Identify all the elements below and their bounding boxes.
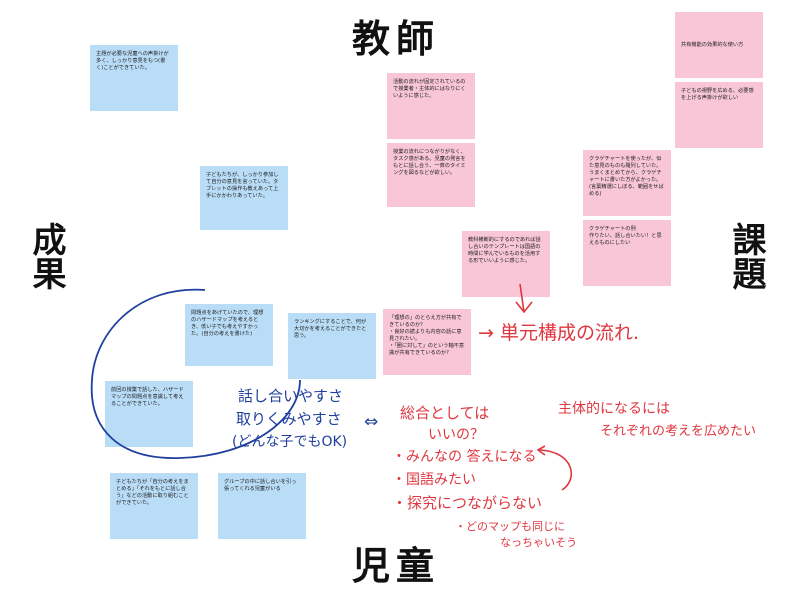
red-note-line: なっちゃいそう — [500, 536, 577, 549]
blue-annotation: 話し合いやすさ — [238, 387, 344, 405]
sticky-note[interactable]: 共有機能の効果的な使い方 — [675, 12, 763, 78]
sticky-note[interactable]: クラゲチャートの例 作りたい、話し合いたい！と思えるものにしたい — [583, 220, 671, 286]
sticky-note[interactable]: 子どもの視野を広める、必要感を上げる声掛けが欲しい — [675, 82, 763, 148]
red-curve-stroke — [539, 449, 573, 491]
right-annotation: それぞれの考えを広めたい — [600, 424, 757, 439]
sticky-note[interactable]: 子どもたちが、しっかり参加して自分の意見を言っていた。タブレットの操作も教えあっ… — [200, 166, 288, 230]
sticky-note[interactable]: 問題点をあげていたので、理想のハザードマップを考えるとき、低い子でも考えやすかっ… — [185, 304, 273, 366]
red-note-line: ・国語みたい — [392, 472, 476, 488]
heading-teacher: 教師 — [352, 17, 441, 61]
red-note-line: 総合としては — [400, 404, 490, 422]
sticky-note[interactable]: 子どもたちが「自分の考えをまとめる」「それをもとに話し合う」などの活動に取り組む… — [110, 473, 198, 539]
sticky-note[interactable]: 主題が必要な児童への声掛けが多く、しっかり意見をもつ(書く)ことができていた。 — [90, 45, 178, 111]
red-note-line: ・探究につながらない — [392, 494, 543, 512]
flow-annotation: → 単元構成の流れ. — [478, 322, 639, 344]
red-note-line: いいの？ — [428, 427, 484, 443]
heading-results: 成果 — [26, 222, 66, 290]
sticky-note[interactable]: 活動の流れが固定されているので授業者・主体的にはなりにくいように感じた。 — [387, 73, 475, 139]
sticky-note[interactable]: 教科横断的にするのであれば話し合いのテンプレートは国語の時間に学んでいるものを活… — [462, 231, 550, 297]
sticky-note[interactable]: 「理想の」のとらえ方が共有できているのか？ ・良好の読よりも内容の話に意見された… — [383, 309, 471, 375]
blue-annotation: (どんな子でもOK) — [232, 434, 348, 450]
sticky-note[interactable]: クラゲチャートを使ったが、似た意見のものも羅列していた。うまくまとめてから、クラ… — [583, 150, 671, 216]
blue-annotation: 取りくみやすさ — [236, 410, 342, 428]
heading-issues: 課題 — [726, 222, 766, 290]
red-note-line: ・みんなの 答えになる — [392, 449, 537, 465]
sticky-note[interactable]: グループの中に話し合いを引っ張ってくれる児童がいる — [218, 473, 306, 539]
sticky-note[interactable]: 授業の流れにつながりがなく、タスク感がある。児童の発言をもとに話し合う、一斉のタ… — [387, 143, 475, 207]
double-arrow-icon: ⇔ — [364, 412, 379, 432]
sticky-note[interactable]: 前回の授業で話した、ハザードマップの問題点を意識して考えることができていた。 — [105, 381, 193, 447]
right-annotation: 主体的になるには — [558, 401, 670, 417]
heading-children: 児童 — [352, 544, 441, 588]
red-note-line: ・どのマップも同じに — [455, 520, 565, 533]
sticky-note[interactable]: ランキングにすることで、何が大切かを考えることができたと思う。 — [288, 313, 376, 379]
